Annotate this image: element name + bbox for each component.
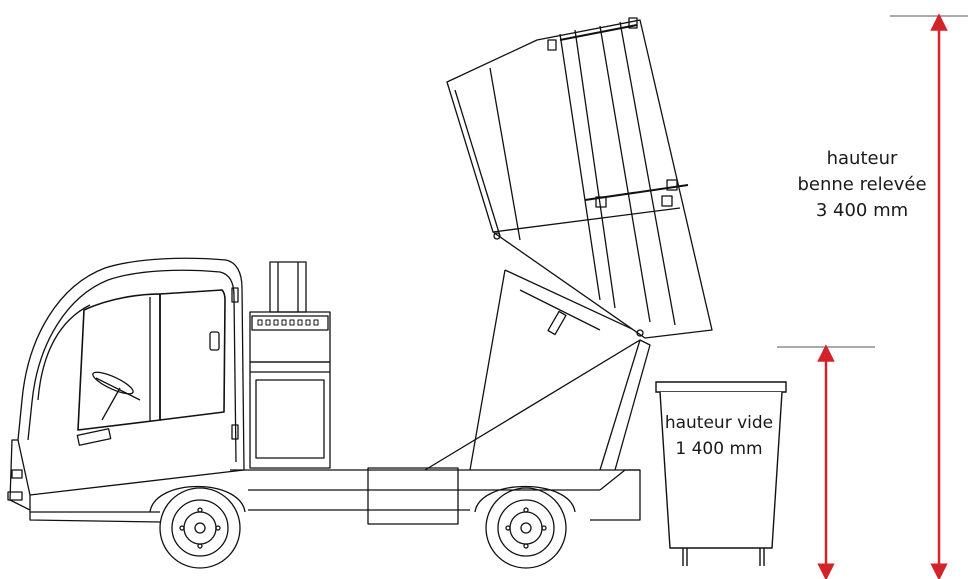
- rear-wheel: [474, 486, 576, 569]
- raised-height-label-line2: benne relevée: [797, 174, 927, 195]
- dimension-raised-height: [890, 13, 968, 579]
- truck-drawing: [7, 17, 713, 569]
- raised-height-label-line1: hauteur: [826, 148, 898, 169]
- empty-height-label: hauteur vide 1 400 mm: [658, 410, 780, 462]
- raised-height-label: hauteur benne relevée 3 400 mm: [792, 146, 932, 224]
- lift-mechanism: [249, 261, 651, 471]
- front-wheel: [149, 486, 246, 569]
- raised-bin: [446, 17, 713, 339]
- empty-height-label-line1: hauteur vide: [664, 413, 774, 433]
- truck-cab: [7, 257, 245, 513]
- raised-height-label-line3: 3 400 mm: [815, 200, 909, 221]
- waste-container: [655, 381, 787, 566]
- truck-chassis: [29, 467, 641, 525]
- empty-height-label-line2: 1 400 mm: [675, 439, 763, 459]
- dimension-empty-height: [777, 344, 875, 579]
